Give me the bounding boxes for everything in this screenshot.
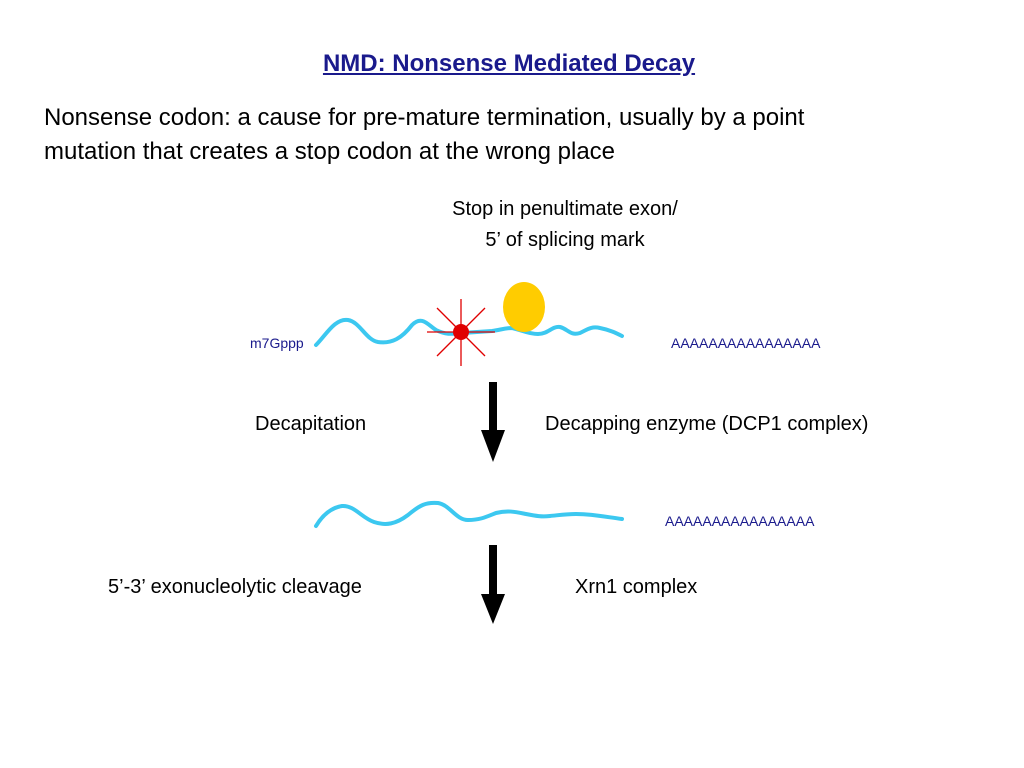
xrn1-complex-label: Xrn1 complex (575, 576, 698, 598)
decapitation-label: Decapitation (255, 413, 367, 435)
stop-caption-line-1: Stop in penultimate exon/ (452, 198, 678, 220)
stop-dot (453, 324, 469, 340)
mrna-strand-1 (314, 317, 624, 347)
intro-text: Nonsense codon: a cause for pre-mature t… (44, 101, 984, 169)
decapping-enzyme-label: Decapping enzyme (DCP1 complex) (545, 413, 869, 435)
polya-tail-label-1: AAAAAAAAAAAAAAAA (671, 335, 821, 351)
stop-codon-marker (427, 299, 495, 366)
intro-line-1: Nonsense codon: a cause for pre-mature t… (44, 104, 805, 131)
stop-caption-line-2: 5’ of splicing mark (485, 229, 645, 251)
ribosome (503, 282, 545, 332)
mrna-strand-2 (314, 500, 624, 528)
polya-tail-label-2: AAAAAAAAAAAAAAAA (665, 513, 815, 529)
cap-label: m7Gppp (250, 335, 304, 351)
intro-line-2: mutation that creates a stop codon at th… (44, 138, 616, 165)
down-arrow-2 (481, 545, 505, 624)
stop-caption: Stop in penultimate exon/ 5’ of splicing… (390, 194, 740, 256)
exonucleolytic-cleavage-label: 5’-3’ exonucleolytic cleavage (108, 576, 362, 598)
down-arrow-1 (481, 382, 505, 462)
page-title: NMD: Nonsense Mediated Decay (322, 50, 696, 77)
